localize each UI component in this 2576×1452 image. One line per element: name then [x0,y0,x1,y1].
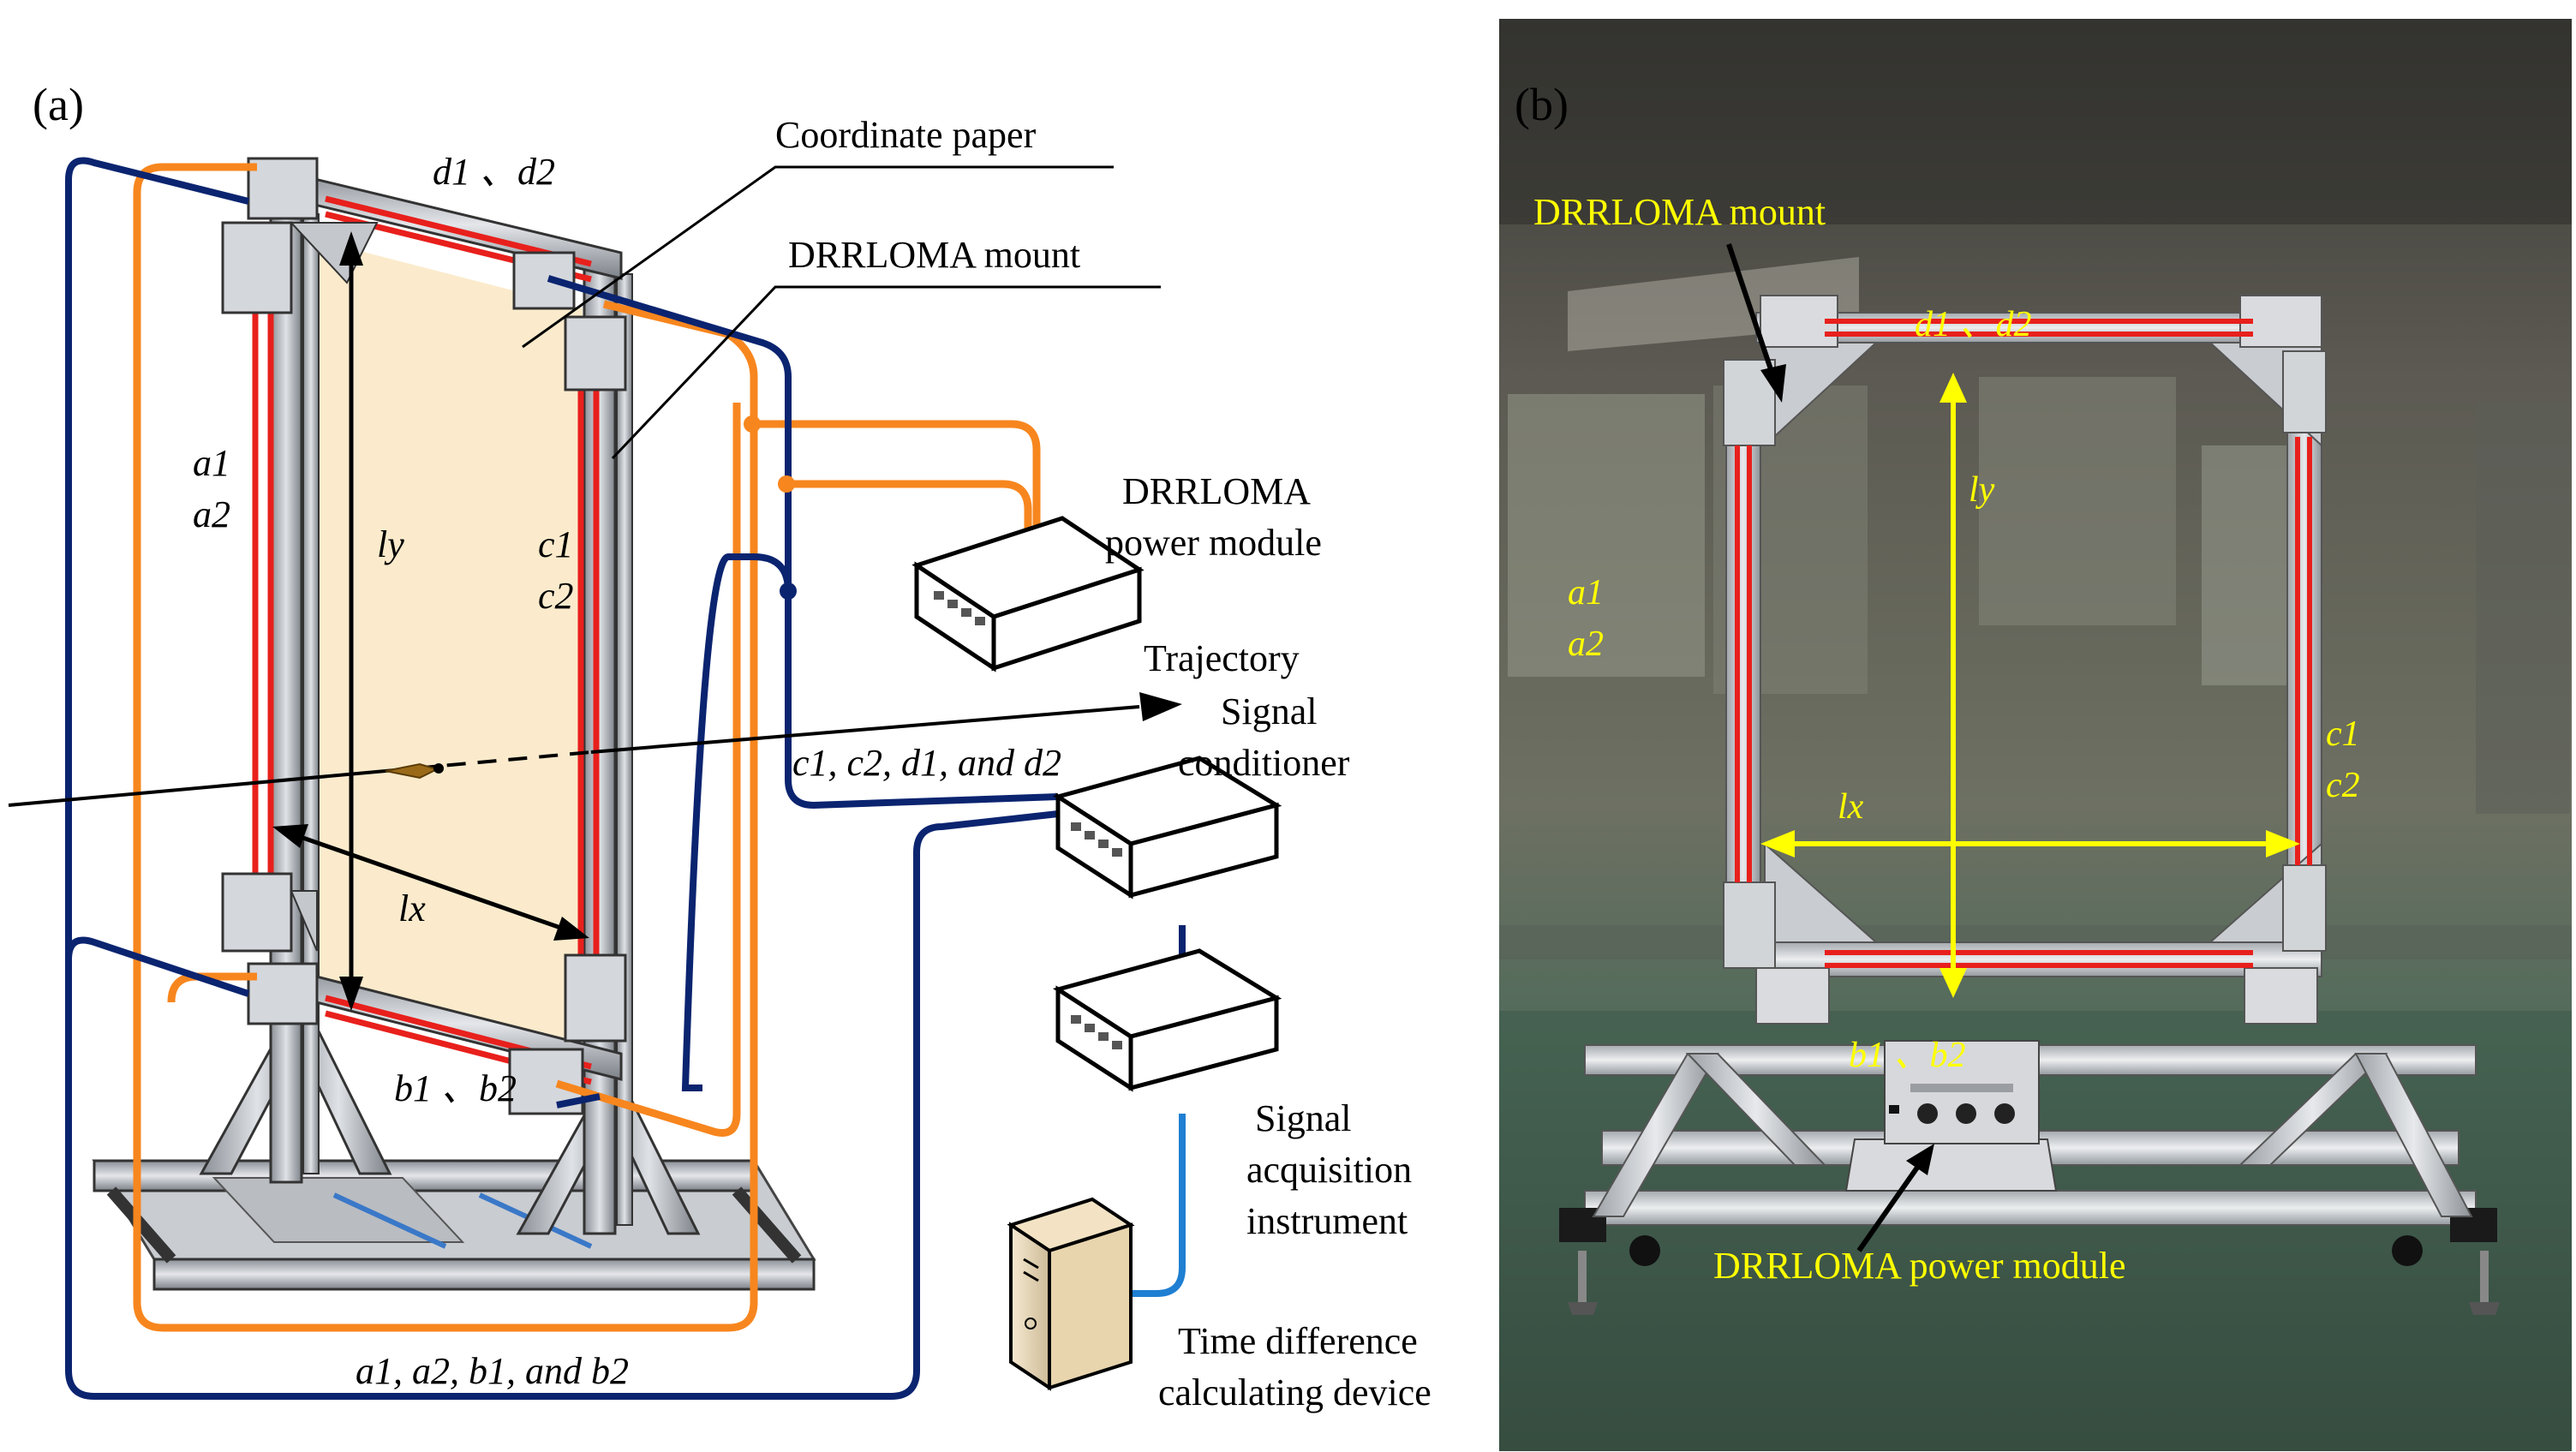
panel-a-label: (a) [33,79,84,130]
sensor-boxes [221,157,627,1115]
mount-base [92,1018,816,1291]
dimension-arrows [272,231,589,1011]
a2-label: a2 [193,493,230,535]
c2-label-photo: c2 [2326,766,2360,805]
time-difference-label-2: calculating device [1158,1371,1431,1413]
a2-label-photo: a2 [1568,624,1604,664]
c1-label: c1 [538,523,574,565]
coordinate-paper-label: Coordinate paper [775,114,1037,156]
dimension-arrows-photo [1760,373,2300,998]
power-module-label-1: DRRLOMA [1122,470,1311,512]
trajectory-line [8,692,1182,807]
b-pair-label: b1 、b2 [394,1067,517,1109]
laser-lines-photo [1735,319,2312,968]
leader-lines [522,165,1161,460]
power-module-label-photo: DRRLOMA power module [1713,1245,2126,1287]
signal-conditioner-label-2: conditioner [1178,742,1350,784]
panel-b-label: (b) [1515,79,1569,130]
b-pair-label-photo: b1 、b2 [1849,1036,1966,1075]
signal-acquisition-label-2: acquisition [1246,1149,1412,1191]
d-pair-label: d1 、d2 [433,151,555,193]
signal-acquisition-label-1: Signal [1255,1097,1351,1139]
computer-tower-icon [1007,1197,1135,1391]
panel-b-photo: (b) [1499,0,2576,1452]
top-rail-photo [1755,312,2322,344]
panel-a-schematic: (a) [8,79,1431,1413]
acquisition-computer-cable [1131,1114,1186,1297]
mount-label: DRRLOMA mount [788,234,1080,276]
power-module-box-icon [911,516,1145,672]
a1-label-photo: a1 [1568,573,1604,612]
d-pair-label-photo: d1 、d2 [1915,305,2032,344]
power-module-label-2: power module [1105,522,1322,564]
orange-cables [133,163,1041,1332]
power-module-photo [1844,1040,2058,1192]
lx-label-photo: lx [1838,787,1864,827]
lx-label: lx [398,887,426,929]
signal-acquisition-box-icon [1052,948,1282,1092]
c2-label: c2 [538,575,574,617]
ab-cable-label: a1, a2, b1, and b2 [356,1350,629,1392]
signal-conditioner-label-1: Signal [1221,690,1317,732]
c1-label-photo: c1 [2326,714,2360,754]
laser-lines [252,195,600,1085]
mount-label-photo: DRRLOMA mount [1533,191,1826,233]
ly-label-photo: ly [1969,470,1995,510]
trajectory-label: Trajectory [1144,637,1300,679]
ly-label: ly [377,523,404,565]
corner-brackets-photo [1723,295,2327,1025]
time-difference-label-1: Time difference [1178,1320,1418,1362]
cd-cable-label: c1, c2, d1, and d2 [792,742,1061,784]
coordinate-paper-sheet [317,240,583,1067]
navy-cables [65,157,1059,1400]
pointer-arrows-photo [1726,243,1934,1252]
signal-acquisition-label-3: instrument [1246,1200,1408,1242]
a1-label: a1 [193,442,230,484]
signal-conditioner-box-icon [1052,756,1282,899]
bottom-rail-photo [1755,941,2322,977]
